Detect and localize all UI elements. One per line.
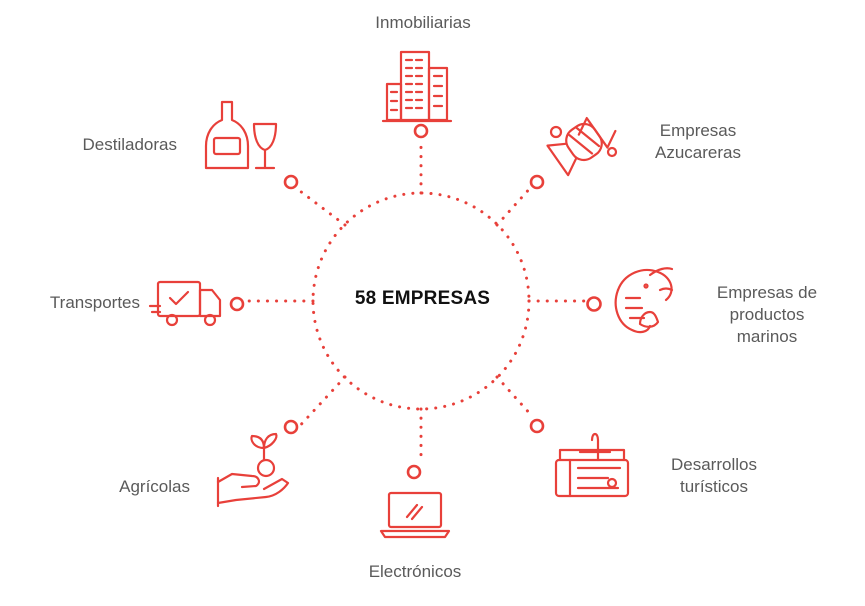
connector-azucareras (495, 184, 534, 227)
bottle-glass-icon (204, 100, 278, 170)
plane-ticket-icon (554, 432, 630, 498)
label-electronicos: Electrónicos (368, 562, 462, 581)
node-turisticos (529, 418, 545, 434)
laptop-icon (379, 491, 451, 539)
truck-icon (148, 280, 222, 327)
node-transportes (229, 296, 245, 312)
label-inmobiliarias: Inmobiliarias (375, 13, 471, 32)
label-transportes: Transportes (49, 293, 140, 312)
label-turisticos: Desarrollos turísticos (671, 455, 757, 496)
node-azucareras (529, 174, 545, 190)
plant-hand-icon (216, 432, 290, 508)
label-azucareras: Empresas Azucareras (655, 121, 741, 162)
node-marinos (586, 296, 602, 312)
candy-icon (546, 116, 618, 177)
label-marinos: Empresas de productos marinos (716, 283, 818, 346)
center-title: 58 EMPRESAS (354, 288, 491, 309)
connector-agricolas (294, 375, 347, 432)
node-agricolas (283, 419, 299, 435)
connector-turisticos (495, 375, 534, 418)
node-inmobiliarias (413, 123, 429, 139)
connector-destiladoras (294, 186, 347, 227)
node-destiladoras (283, 174, 299, 190)
node-electronicos (406, 464, 422, 480)
shrimp-icon (614, 267, 674, 334)
label-destiladoras: Destiladoras (82, 135, 178, 154)
label-agricolas: Agrícolas (119, 477, 190, 496)
building-icon (381, 50, 453, 123)
